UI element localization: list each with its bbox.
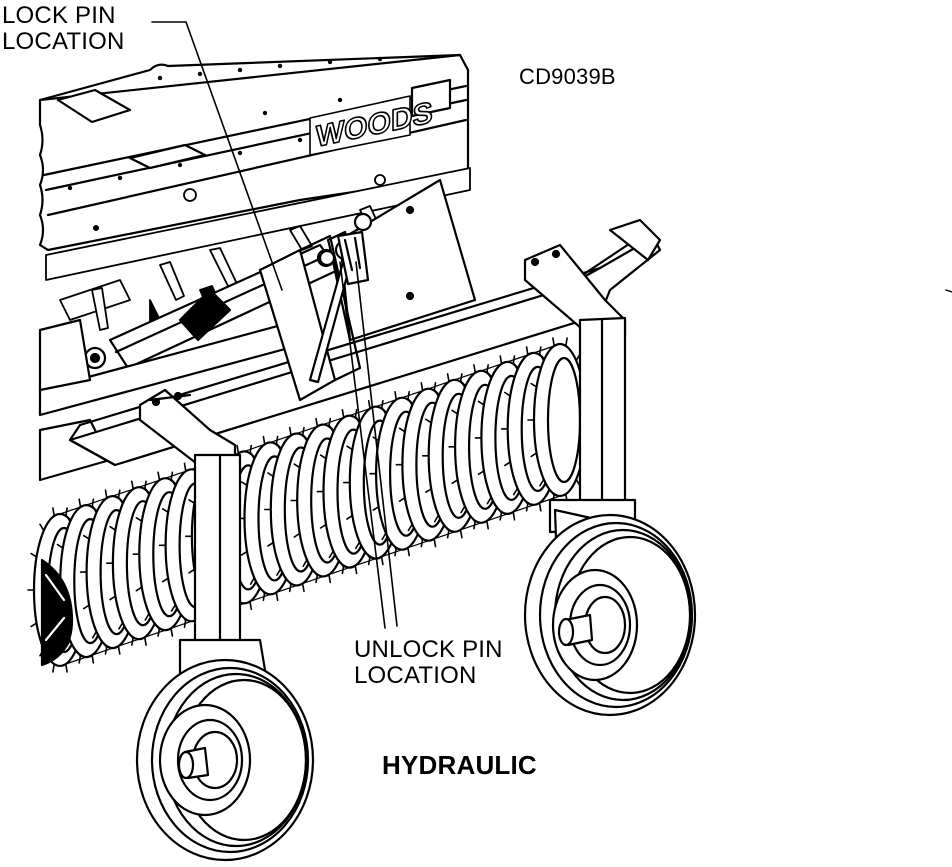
drawing-code: CD9039B bbox=[519, 64, 616, 89]
lock-pin-assembly bbox=[318, 212, 373, 286]
packer-outline bbox=[59, 343, 561, 667]
lock-pin-leader bbox=[151, 21, 283, 291]
packer-disc bbox=[532, 342, 588, 498]
left-side-frame bbox=[38, 318, 302, 482]
unlock-pin-label: UNLOCK PIN LOCATION bbox=[354, 637, 503, 689]
left-drive-hub bbox=[40, 558, 74, 667]
hitch-plate bbox=[258, 178, 477, 402]
lock-pin-label-line1: LOCK PIN bbox=[2, 2, 116, 29]
unlock-pin-label-line1: UNLOCK PIN bbox=[354, 636, 503, 663]
edge-mark bbox=[945, 289, 952, 293]
diagram-title: HYDRAULIC bbox=[382, 750, 537, 780]
lock-pin-label-line2: LOCATION bbox=[2, 28, 125, 55]
unlock-pin-leader bbox=[339, 261, 398, 629]
left-caster-wheel bbox=[135, 658, 315, 862]
lock-pin-label: LOCK PIN LOCATION bbox=[2, 3, 125, 55]
right-caster-wheel bbox=[523, 513, 697, 717]
unlock-pin-label-line2: LOCATION bbox=[354, 662, 477, 689]
